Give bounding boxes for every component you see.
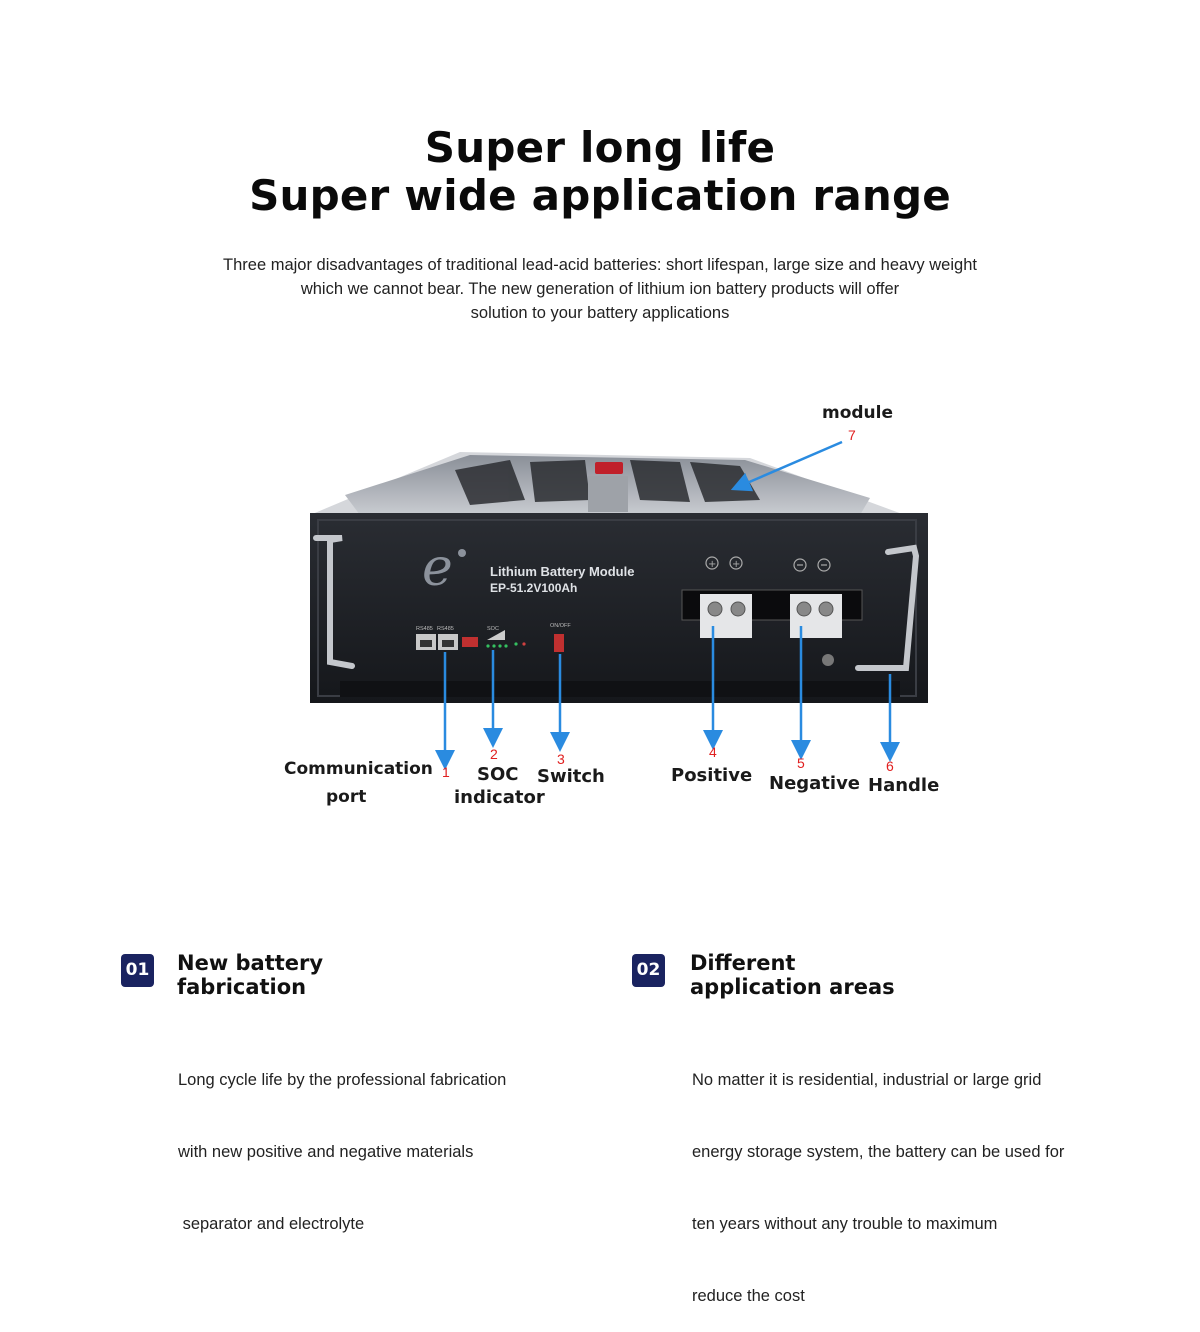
communication-number: 1	[442, 764, 450, 780]
feature-number-badge: 01	[121, 954, 154, 987]
module-number: 7	[848, 427, 856, 443]
positive-label: Positive	[671, 765, 752, 786]
dip-switch-icon	[462, 637, 478, 647]
svg-text:RS485: RS485	[416, 626, 433, 632]
handle-label: Handle	[868, 775, 939, 796]
panel-label-line-2: EP-51.2V100Ah	[490, 581, 577, 595]
feature-title-line: application areas	[690, 975, 895, 999]
switch-number: 3	[557, 751, 565, 767]
soc-label-line-2: indicator	[454, 787, 545, 808]
feature-description-line: reduce the cost	[692, 1287, 805, 1305]
svg-text:RS485: RS485	[437, 626, 454, 632]
negative-label: Negative	[769, 773, 860, 794]
battery-module-top	[310, 452, 905, 515]
feature-description-line: Long cycle life by the professional fabr…	[178, 1071, 507, 1089]
left-handle	[313, 535, 355, 669]
svg-text:SOC: SOC	[487, 626, 499, 632]
intro-line: which we cannot bear. The new generation…	[300, 280, 900, 298]
feature-description-line: ten years without any trouble to maximum	[692, 1215, 998, 1233]
intro-line: Three major disadvantages of traditional…	[223, 256, 977, 274]
feature-title: New battery fabrication	[177, 951, 323, 999]
module-arrow	[730, 440, 843, 492]
communication-ports: RS485 RS485	[416, 626, 458, 650]
page-title-line-1: Super long life	[424, 123, 776, 172]
intro-line: solution to your battery applications	[470, 304, 730, 322]
feature-description: No matter it is residential, industrial …	[692, 1020, 1064, 1332]
positive-terminal-icons: + +	[705, 556, 743, 570]
switch-label: Switch	[537, 766, 605, 787]
svg-text:+: +	[732, 559, 740, 570]
svg-text:+: +	[708, 559, 716, 570]
handle-number: 6	[886, 758, 894, 774]
page-title-line-2: Super wide application range	[249, 171, 951, 220]
soc-label-line-1: SOC	[477, 764, 518, 785]
soc-number: 2	[490, 746, 498, 762]
communication-label-line-1: Communication	[284, 759, 433, 779]
terminal-block	[681, 589, 863, 666]
intro-paragraph: Three major disadvantages of traditional…	[150, 253, 1050, 325]
positive-number: 4	[709, 744, 717, 760]
battery-diagram: e Lithium Battery Module EP-51.2V100Ah R…	[284, 403, 939, 808]
svg-text:ON/OFF: ON/OFF	[550, 623, 571, 629]
feature-title-line: fabrication	[177, 975, 307, 999]
feature-description-line: energy storage system, the battery can b…	[692, 1143, 1065, 1161]
right-handle-icon	[855, 544, 920, 671]
power-switch: ON/OFF	[550, 623, 571, 652]
soc-indicator-lights: SOC	[486, 626, 526, 648]
communication-label-line-2: port	[326, 787, 366, 807]
brand-logo-icon: e	[422, 538, 466, 598]
negative-number: 5	[797, 755, 805, 771]
module-label: module	[822, 403, 893, 423]
feature-description-line: with new positive and negative materials	[178, 1143, 474, 1161]
negative-terminal-icons	[793, 558, 831, 572]
feature-title-line: New battery	[177, 951, 324, 975]
svg-text:e: e	[422, 538, 453, 598]
feature-description-line: separator and electrolyte	[178, 1215, 365, 1233]
feature-number-badge: 02	[632, 954, 665, 987]
feature-description: Long cycle life by the professional fabr…	[178, 1020, 506, 1260]
feature-title: Different application areas	[690, 951, 895, 999]
feature-title-line: Different	[690, 951, 796, 975]
feature-description-line: No matter it is residential, industrial …	[692, 1071, 1042, 1089]
panel-label-line-1: Lithium Battery Module	[490, 564, 634, 579]
